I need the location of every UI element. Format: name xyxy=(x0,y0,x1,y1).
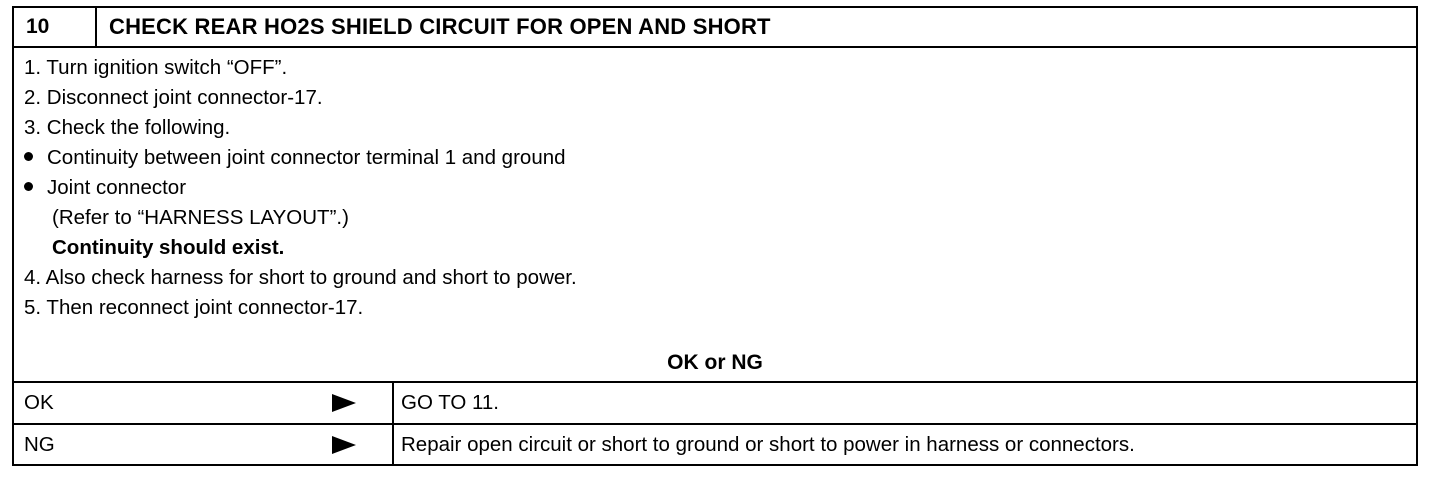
result-label: OK xyxy=(24,391,54,414)
step-item: 4. Also check harness for short to groun… xyxy=(24,266,577,289)
inspection-procedure-table: 10 CHECK REAR HO2S SHIELD CIRCUIT FOR OP… xyxy=(12,6,1418,466)
step-item: 3. Check the following. xyxy=(24,116,231,139)
bullet-text: Continuity between joint connector termi… xyxy=(47,146,566,169)
reference-note: (Refer to “HARNESS LAYOUT”.) xyxy=(52,206,349,229)
result-header: OK or NG xyxy=(667,351,763,374)
procedure-body: 1. Turn ignition switch “OFF”. 2. Discon… xyxy=(14,48,1416,383)
arrow-right-icon xyxy=(332,436,356,454)
result-row-ng: NG Repair open circuit or short to groun… xyxy=(14,425,1416,464)
result-action: GO TO 11. xyxy=(401,391,499,414)
step-item: 2. Disconnect joint connector-17. xyxy=(24,86,323,109)
column-divider xyxy=(392,425,394,464)
column-divider xyxy=(392,383,394,423)
step-number: 10 xyxy=(14,8,97,46)
bullet-text: Joint connector xyxy=(47,176,187,199)
step-item: 1. Turn ignition switch “OFF”. xyxy=(24,56,288,79)
step-item: 5. Then reconnect joint connector-17. xyxy=(24,296,364,319)
procedure-header: 10 CHECK REAR HO2S SHIELD CIRCUIT FOR OP… xyxy=(14,8,1416,48)
expected-result: Continuity should exist. xyxy=(52,236,285,259)
result-label: NG xyxy=(24,433,55,456)
bullet-item: Joint connector xyxy=(24,173,577,203)
result-action: Repair open circuit or short to ground o… xyxy=(401,433,1135,456)
arrow-right-icon xyxy=(332,394,356,412)
result-row-ok: OK GO TO 11. xyxy=(14,383,1416,425)
bullet-item: Continuity between joint connector termi… xyxy=(24,143,577,173)
bullet-icon xyxy=(24,182,33,192)
procedure-steps: 1. Turn ignition switch “OFF”. 2. Discon… xyxy=(24,53,577,323)
bullet-icon xyxy=(24,152,33,162)
procedure-title: CHECK REAR HO2S SHIELD CIRCUIT FOR OPEN … xyxy=(109,14,771,39)
